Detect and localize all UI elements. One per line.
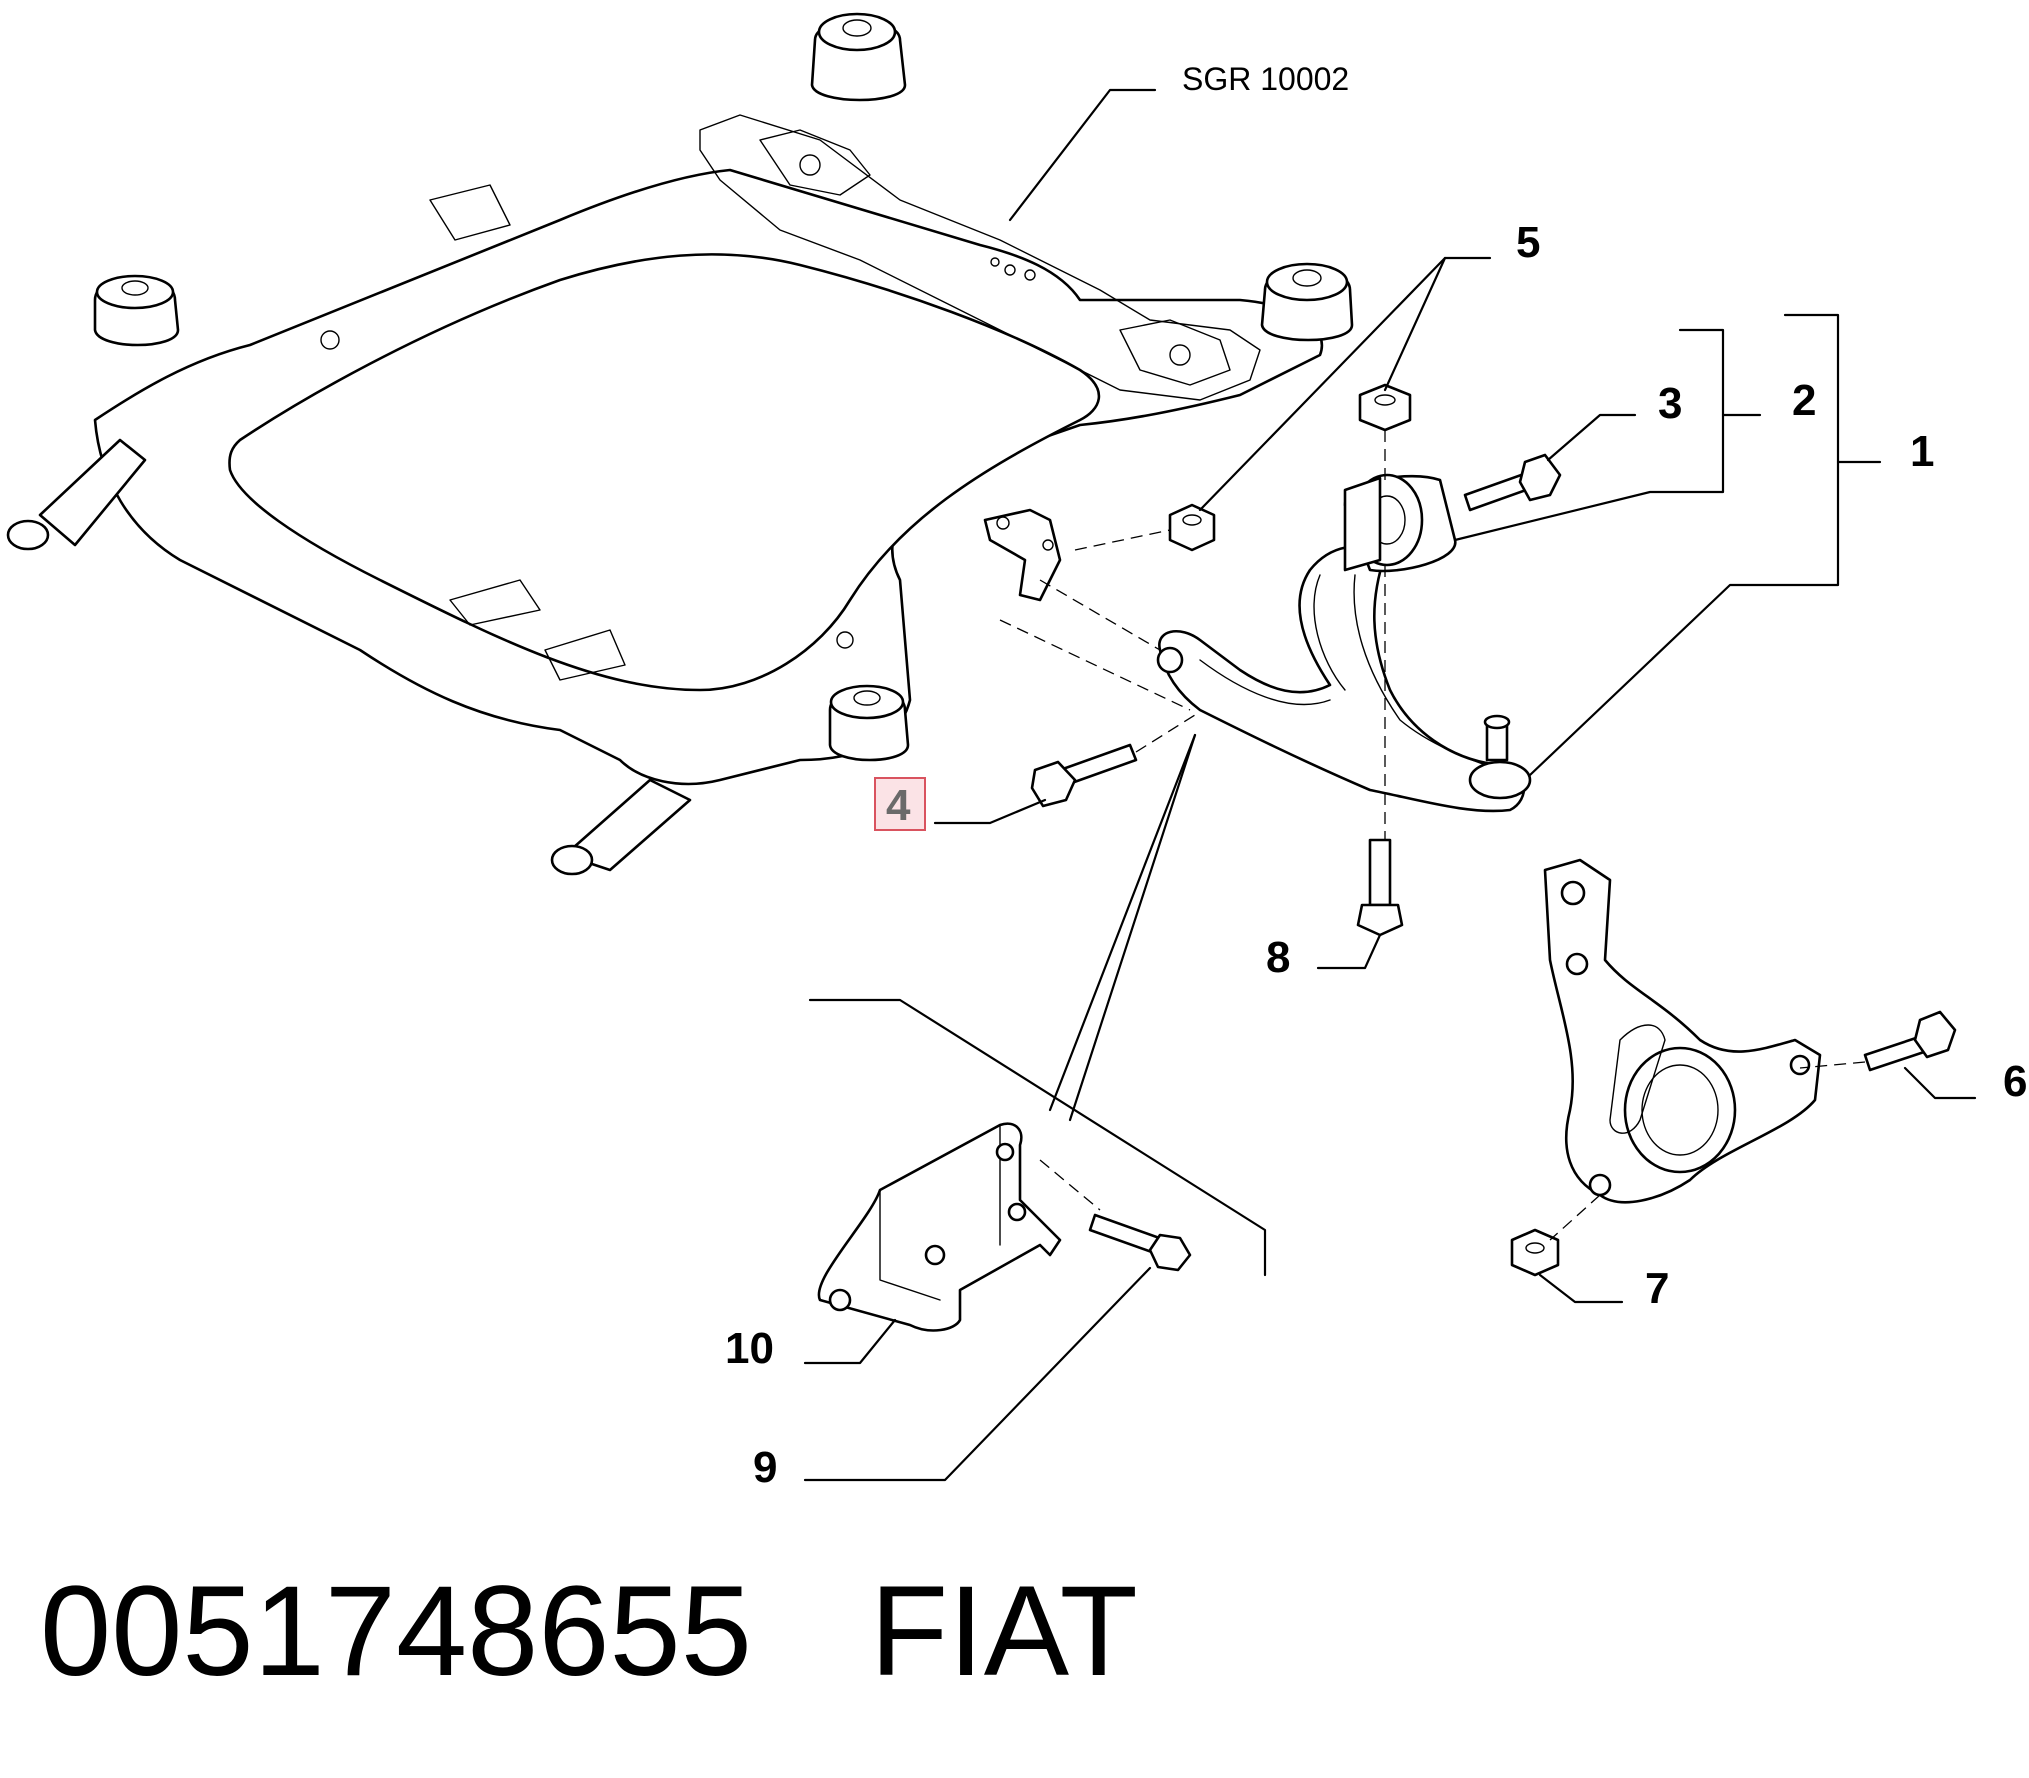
callout-2: 2 bbox=[1792, 376, 1816, 425]
ball-joint bbox=[1468, 714, 1532, 800]
part-number: 0051748655 bbox=[40, 1560, 752, 1703]
nut-7 bbox=[1510, 1228, 1560, 1277]
bolt-4 bbox=[1030, 743, 1138, 808]
callout-10: 10 bbox=[725, 1324, 774, 1373]
subframe bbox=[6, 12, 1354, 876]
front-mount-right bbox=[828, 684, 910, 762]
bolt-9 bbox=[1088, 1213, 1192, 1272]
callout-4: 4 bbox=[886, 781, 911, 830]
assembly-code-label: SGR 10002 bbox=[1182, 61, 1349, 97]
bolt-8 bbox=[1356, 838, 1404, 937]
bolt-3 bbox=[1463, 453, 1562, 512]
bolt-6 bbox=[1863, 1010, 1957, 1072]
callout-6: 6 bbox=[2003, 1057, 2027, 1106]
callout-4-highlight bbox=[874, 777, 926, 831]
front-mount-left bbox=[93, 274, 180, 347]
leader-lines bbox=[803, 88, 1977, 1482]
callout-9: 9 bbox=[753, 1443, 777, 1492]
nut-5-lower bbox=[1168, 503, 1216, 552]
callout-3: 3 bbox=[1658, 379, 1682, 428]
assembly-lines bbox=[999, 430, 1866, 1241]
callout-5: 5 bbox=[1516, 218, 1540, 267]
control-arm-body bbox=[1158, 545, 1526, 813]
brand-name: FIAT bbox=[870, 1560, 1138, 1703]
rear-mount-right bbox=[1260, 262, 1354, 342]
bushing bbox=[1343, 473, 1457, 573]
callout-8: 8 bbox=[1266, 933, 1290, 982]
control-arm bbox=[1156, 473, 1532, 813]
callout-1: 1 bbox=[1910, 427, 1934, 476]
bracket-10 bbox=[817, 1122, 1062, 1332]
nut-5-upper bbox=[1358, 383, 1412, 432]
steering-knuckle bbox=[1543, 858, 1822, 1204]
rear-mount-left bbox=[810, 12, 907, 102]
subframe-bracket bbox=[983, 508, 1062, 602]
callout-7: 7 bbox=[1645, 1264, 1669, 1313]
rear-crossmember bbox=[699, 114, 1261, 401]
subframe-opening bbox=[228, 253, 1101, 692]
